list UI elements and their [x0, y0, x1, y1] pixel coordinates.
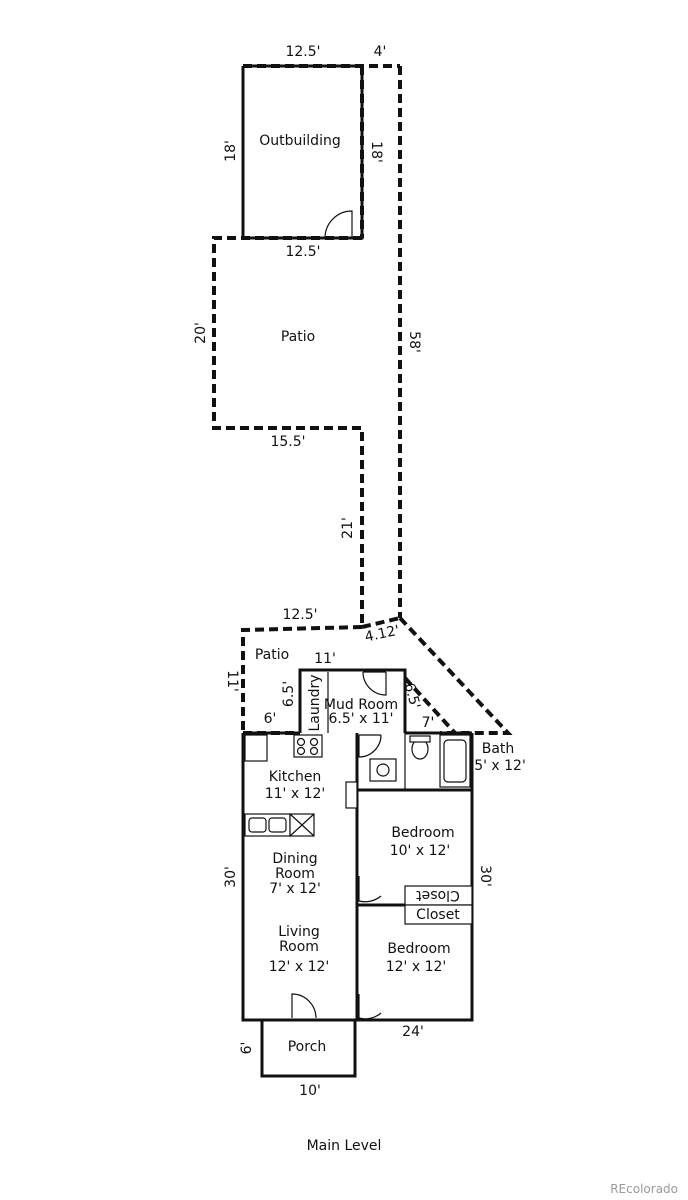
dim-porch-side: 6' [239, 1042, 255, 1055]
living-size: 12' x 12' [269, 959, 330, 975]
outbuilding-label: Outbuilding [259, 133, 340, 149]
dim-house-left: 30' [223, 866, 239, 888]
dim-patio-left: 20' [193, 322, 209, 344]
dim-outbuilding-top: 12.5' [285, 44, 320, 60]
kitchen-sink-icon [244, 813, 291, 837]
porch-walls [260, 1020, 357, 1078]
closet-lower-label: Closet [416, 907, 460, 923]
closet-upper-label: Closet [416, 887, 460, 903]
house [241, 668, 474, 1078]
dim-house-bottom: 24' [402, 1024, 424, 1040]
mud-room-size: 6.5' x 11' [329, 711, 394, 727]
dim-porch-bottom: 10' [299, 1083, 321, 1099]
dim-outbuilding-bottom: 12.5' [285, 244, 320, 260]
lower-patio-outline [241, 625, 363, 733]
burner-1-icon [296, 737, 306, 747]
dim-path-top: 4' [374, 44, 387, 60]
dim-mud-right: 6.5' [401, 681, 423, 710]
dining-label-1: Dining [272, 851, 317, 867]
dim-mud-bottom: 7' [422, 715, 435, 731]
stove-icon [293, 734, 323, 758]
dining-size: 7' x 12' [269, 881, 321, 897]
dim-patio-bottom: 15.5' [270, 434, 305, 450]
burner-3-icon [296, 746, 306, 756]
dim-laundry-side: 6.5' [281, 681, 297, 707]
sink-basin-right-icon [268, 817, 287, 833]
outbuilding [241, 64, 364, 240]
bath-door-icon [358, 734, 382, 758]
kitchen-label: Kitchen [269, 769, 322, 785]
mud-side-patio [403, 676, 457, 735]
fridge-icon [244, 734, 268, 762]
living-label-2: Room [279, 939, 319, 955]
dim-patio-bottom-short: 6' [264, 711, 277, 727]
tub-inner-icon [443, 739, 467, 783]
dim-path-lower: 21' [340, 517, 356, 539]
dim-diagonal: 4.12' [363, 623, 401, 646]
dimension-labels: 12.5' 4' 18' 18' 12.5' 20' 58' 15.5' 21'… [193, 44, 493, 1099]
porch-label: Porch [288, 1039, 327, 1055]
mud-room-walls [298, 668, 407, 733]
dim-mud-top: 11' [314, 651, 336, 667]
upper-patio-label: Patio [281, 329, 315, 345]
watermark: REcolorado [610, 1182, 678, 1196]
bedroom2-door-icon [358, 994, 382, 1020]
dishwasher-x2 [289, 813, 315, 837]
bath-sink-bowl-icon [376, 763, 390, 777]
bedroom2-label: Bedroom [387, 941, 450, 957]
lower-patio-label: Patio [255, 647, 289, 663]
closet-lower-box [404, 904, 473, 925]
laundry-label: Laundry [307, 674, 323, 731]
mud-room-label: Mud Room [324, 697, 398, 713]
dim-outbuilding-left: 18' [223, 140, 239, 162]
burner-4-icon [309, 746, 319, 756]
level-label: Main Level [306, 1138, 382, 1154]
kitchen-counter-icon [345, 781, 358, 809]
burner-2-icon [309, 737, 319, 747]
bath-label: Bath [482, 741, 515, 757]
dim-house-right: 30' [477, 865, 493, 887]
upper-patio-outline [212, 236, 364, 627]
bedroom1-door-icon [358, 876, 382, 903]
living-label-1: Living [278, 924, 320, 940]
room-labels: Outbuilding Patio Patio Laundry Mud Room… [255, 133, 526, 1055]
kitchen-size: 11' x 12' [265, 786, 326, 802]
diagonal-edge-long [398, 616, 513, 735]
dining-label-2: Room [275, 866, 315, 882]
outbuilding-walls [241, 64, 364, 240]
toilet-tank-icon [409, 735, 431, 743]
dim-lower-patio-left: 11' [224, 670, 240, 692]
dim-lower-patio-top: 12.5' [282, 607, 317, 623]
outbuilding-door-icon [324, 210, 353, 239]
bedroom1-size: 10' x 12' [390, 843, 451, 859]
bath-size: 5' x 12' [474, 758, 526, 774]
diagonal-edge-short [361, 616, 401, 629]
mud-room-door-icon [362, 671, 387, 696]
front-door-icon [291, 993, 317, 1019]
dim-path-upper: 18' [368, 141, 384, 163]
bedroom1-label: Bedroom [391, 825, 454, 841]
dim-path-right: 58' [406, 331, 422, 353]
sink-basin-left-icon [248, 817, 267, 833]
bedroom2-size: 12' x 12' [386, 959, 447, 975]
